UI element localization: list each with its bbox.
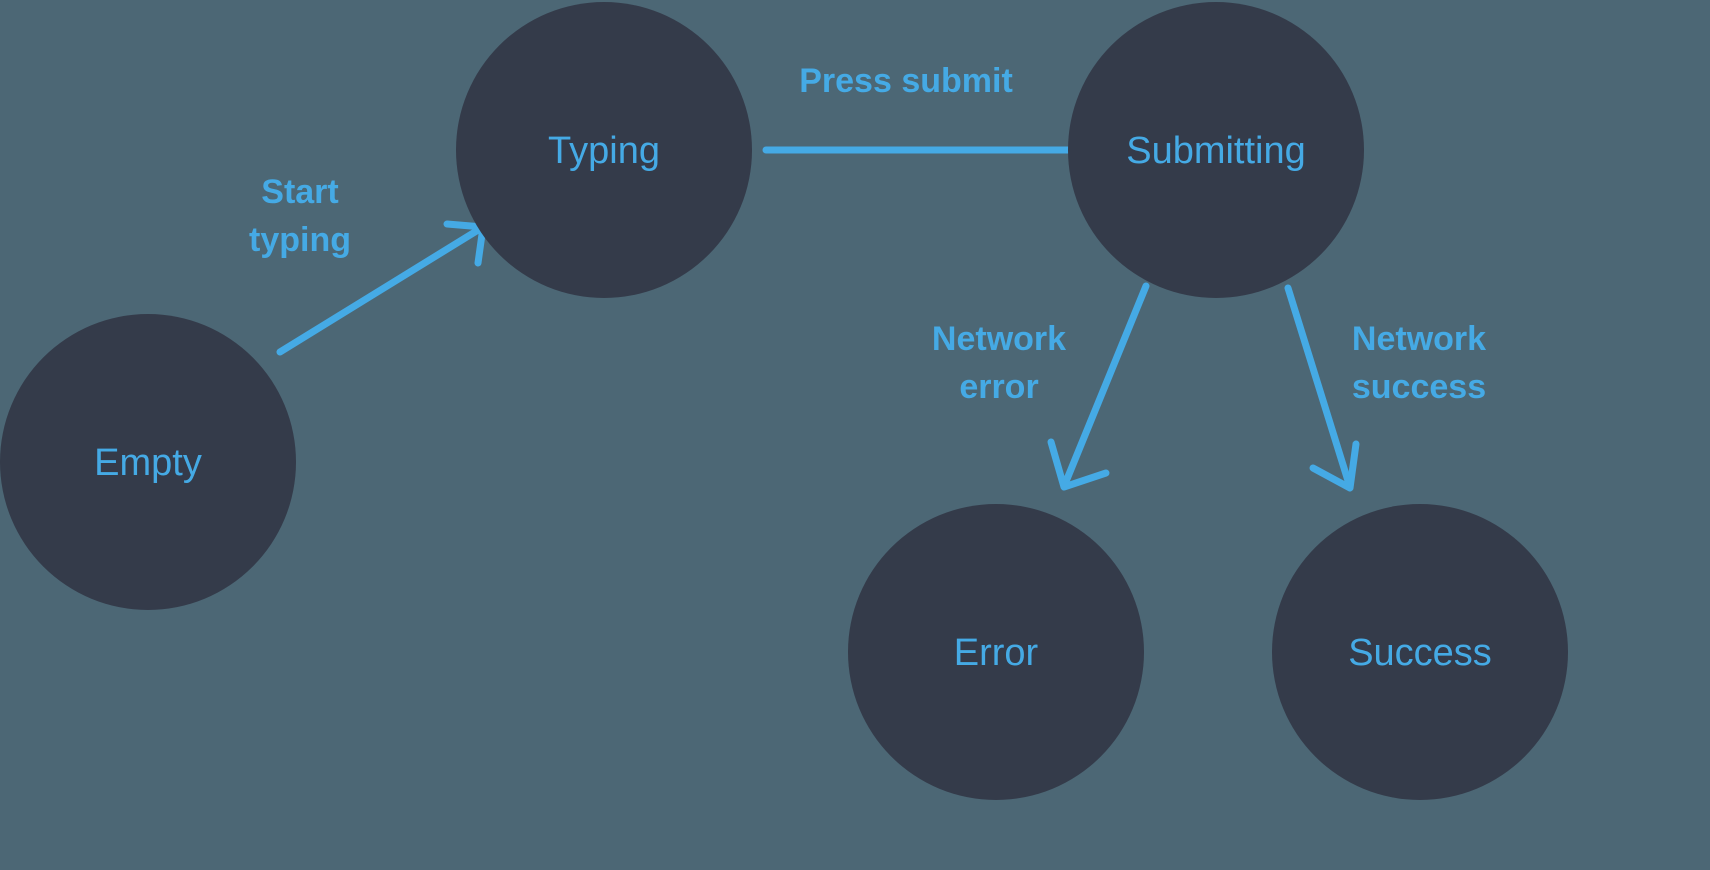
edge-typing-to-submitting: Press submit [762, 62, 1146, 185]
state-label-typing: Typing [548, 130, 660, 172]
edge-line-empty-to-typing [276, 223, 487, 356]
state-circle-typing[interactable] [456, 2, 752, 298]
state-node-success[interactable]: Success [1272, 504, 1568, 800]
edge-label-typing-to-submitting: Press submit [799, 62, 1013, 100]
state-node-submitting[interactable]: Submitting [1068, 2, 1364, 298]
state-circle-empty[interactable] [0, 314, 296, 610]
state-circle-error[interactable] [848, 504, 1144, 800]
state-label-success: Success [1348, 632, 1492, 674]
state-node-typing[interactable]: Typing [456, 2, 752, 298]
state-label-empty: Empty [94, 442, 202, 484]
state-node-error[interactable]: Error [848, 504, 1144, 800]
state-circle-success[interactable] [1272, 504, 1568, 800]
state-node-empty[interactable]: Empty [0, 314, 296, 610]
edge-line-submitting-to-error [1061, 282, 1150, 488]
arrowhead-icon-submitting-to-success [1309, 440, 1360, 492]
edge-line-submitting-to-success [1284, 284, 1353, 488]
state-label-submitting: Submitting [1126, 130, 1306, 172]
arrowhead-icon-submitting-to-error [1047, 438, 1110, 491]
state-circle-submitting[interactable] [1068, 2, 1364, 298]
state-label-error: Error [954, 632, 1039, 674]
